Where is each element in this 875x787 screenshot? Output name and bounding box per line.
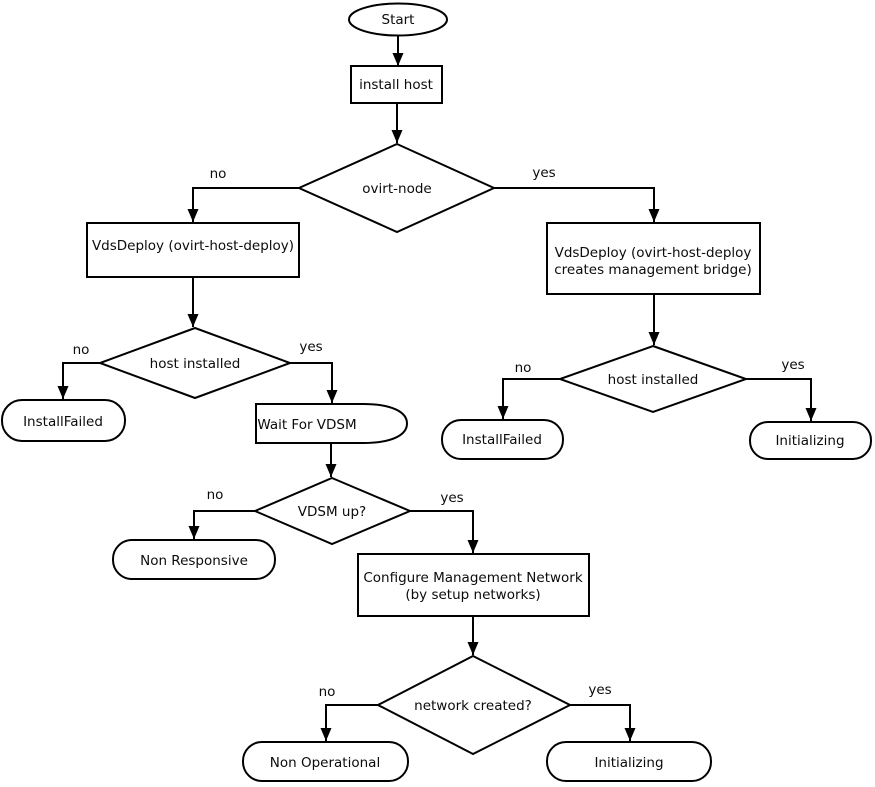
install-host-label: install host [359, 77, 433, 93]
install-failed-stadium [1, 399, 126, 442]
edge-network-created-no [320, 704, 378, 741]
node-initializing: Initializing [546, 741, 712, 782]
initializing-bridge-stadium [749, 421, 872, 460]
vdsdeploy-bridge-box [546, 222, 761, 295]
start-ellipse [348, 2, 448, 37]
wait-for-vdsm-delay-shape [255, 403, 409, 444]
edge-label-host-installed-bridge-yes: yes [781, 357, 804, 373]
non-operational-label: Non Operational [270, 755, 380, 771]
edge-label-ovirt-node-no: no [210, 166, 227, 182]
node-non-operational: Non Operational [242, 741, 409, 782]
host-installed-bridge-diamond [557, 344, 749, 414]
wait-for-vdsm-label: Wait For VDSM [257, 417, 356, 433]
node-host-installed: host installed [97, 326, 293, 400]
edge-label-ovirt-node-yes: yes [532, 165, 555, 181]
node-host-installed-bridge: host installed [557, 344, 749, 414]
edge-vdsm-up-no [188, 510, 255, 539]
host-installed-diamond [97, 326, 293, 400]
vdsdeploy-bridge-label-line1: VdsDeploy (ovirt-host-deploy [555, 245, 752, 261]
non-responsive-stadium [112, 539, 276, 580]
initializing-label: Initializing [594, 755, 663, 771]
edge-label-host-installed-yes: yes [299, 339, 322, 355]
node-vdsdeploy-bridge: VdsDeploy (ovirt-host-deploy creates man… [546, 222, 761, 295]
edge-ovirt-node-no [187, 187, 299, 222]
host-installed-bridge-label: host installed [608, 372, 699, 388]
network-created-label: network created? [414, 698, 532, 714]
edge-host-installed-yes [290, 362, 338, 403]
edge-host-installed-bridge-yes [746, 378, 817, 421]
node-initializing-bridge: Initializing [749, 421, 872, 460]
edge-label-host-installed-no: no [73, 342, 90, 358]
edge-ovirt-node-yes [494, 187, 660, 222]
node-install-host: install host [350, 65, 443, 104]
node-install-failed-bridge: InstallFailed [441, 419, 564, 460]
node-start: Start [348, 2, 448, 37]
edges [57, 36, 817, 741]
ovirt-node-label: ovirt-node [362, 181, 431, 197]
non-operational-stadium [242, 741, 409, 782]
initializing-stadium [546, 741, 712, 782]
edge-host-installed-no [57, 362, 100, 399]
edge-label-vdsm-up-yes: yes [440, 490, 463, 506]
node-network-created: network created? [375, 654, 573, 756]
edge-label-network-created-no: no [319, 684, 336, 700]
edge-label-host-installed-bridge-no: no [515, 360, 532, 376]
edge-labels: no yes no yes no yes no yes no yes [73, 165, 805, 700]
non-responsive-label: Non Responsive [140, 553, 248, 569]
install-failed-bridge-label: InstallFailed [462, 432, 542, 448]
vdsdeploy-box [86, 222, 300, 278]
vdsm-up-diamond [252, 476, 413, 546]
node-vdsdeploy: VdsDeploy (ovirt-host-deploy) [86, 222, 300, 278]
vdsm-up-label: VDSM up? [298, 504, 366, 520]
network-created-diamond [375, 654, 573, 756]
node-non-responsive: Non Responsive [112, 539, 276, 580]
install-host-box [350, 65, 443, 104]
node-vdsm-up: VDSM up? [252, 476, 413, 546]
edge-host-installed-bridge-no [497, 378, 560, 419]
edge-network-created-yes [568, 704, 636, 741]
node-install-failed: InstallFailed [1, 399, 126, 442]
host-installed-label: host installed [150, 356, 241, 372]
edge-label-network-created-yes: yes [588, 682, 611, 698]
node-configure-network: Configure Management Network (by setup n… [357, 553, 590, 617]
install-failed-bridge-stadium [441, 419, 564, 460]
configure-network-label-line2: (by setup networks) [405, 587, 540, 603]
install-failed-label: InstallFailed [23, 414, 103, 430]
vdsdeploy-label: VdsDeploy (ovirt-host-deploy) [92, 238, 294, 254]
edge-label-vdsm-up-no: no [207, 487, 224, 503]
edge-vdsm-up-yes [410, 510, 479, 553]
ovirt-node-diamond [296, 142, 497, 234]
node-wait-for-vdsm: Wait For VDSM [255, 403, 409, 444]
configure-network-label-line1: Configure Management Network [363, 570, 582, 586]
vdsdeploy-bridge-label-line2: creates management bridge) [554, 262, 751, 278]
start-label: Start [382, 12, 415, 28]
node-ovirt-node: ovirt-node [296, 142, 497, 234]
initializing-bridge-label: Initializing [775, 433, 844, 449]
configure-network-box [357, 553, 590, 617]
